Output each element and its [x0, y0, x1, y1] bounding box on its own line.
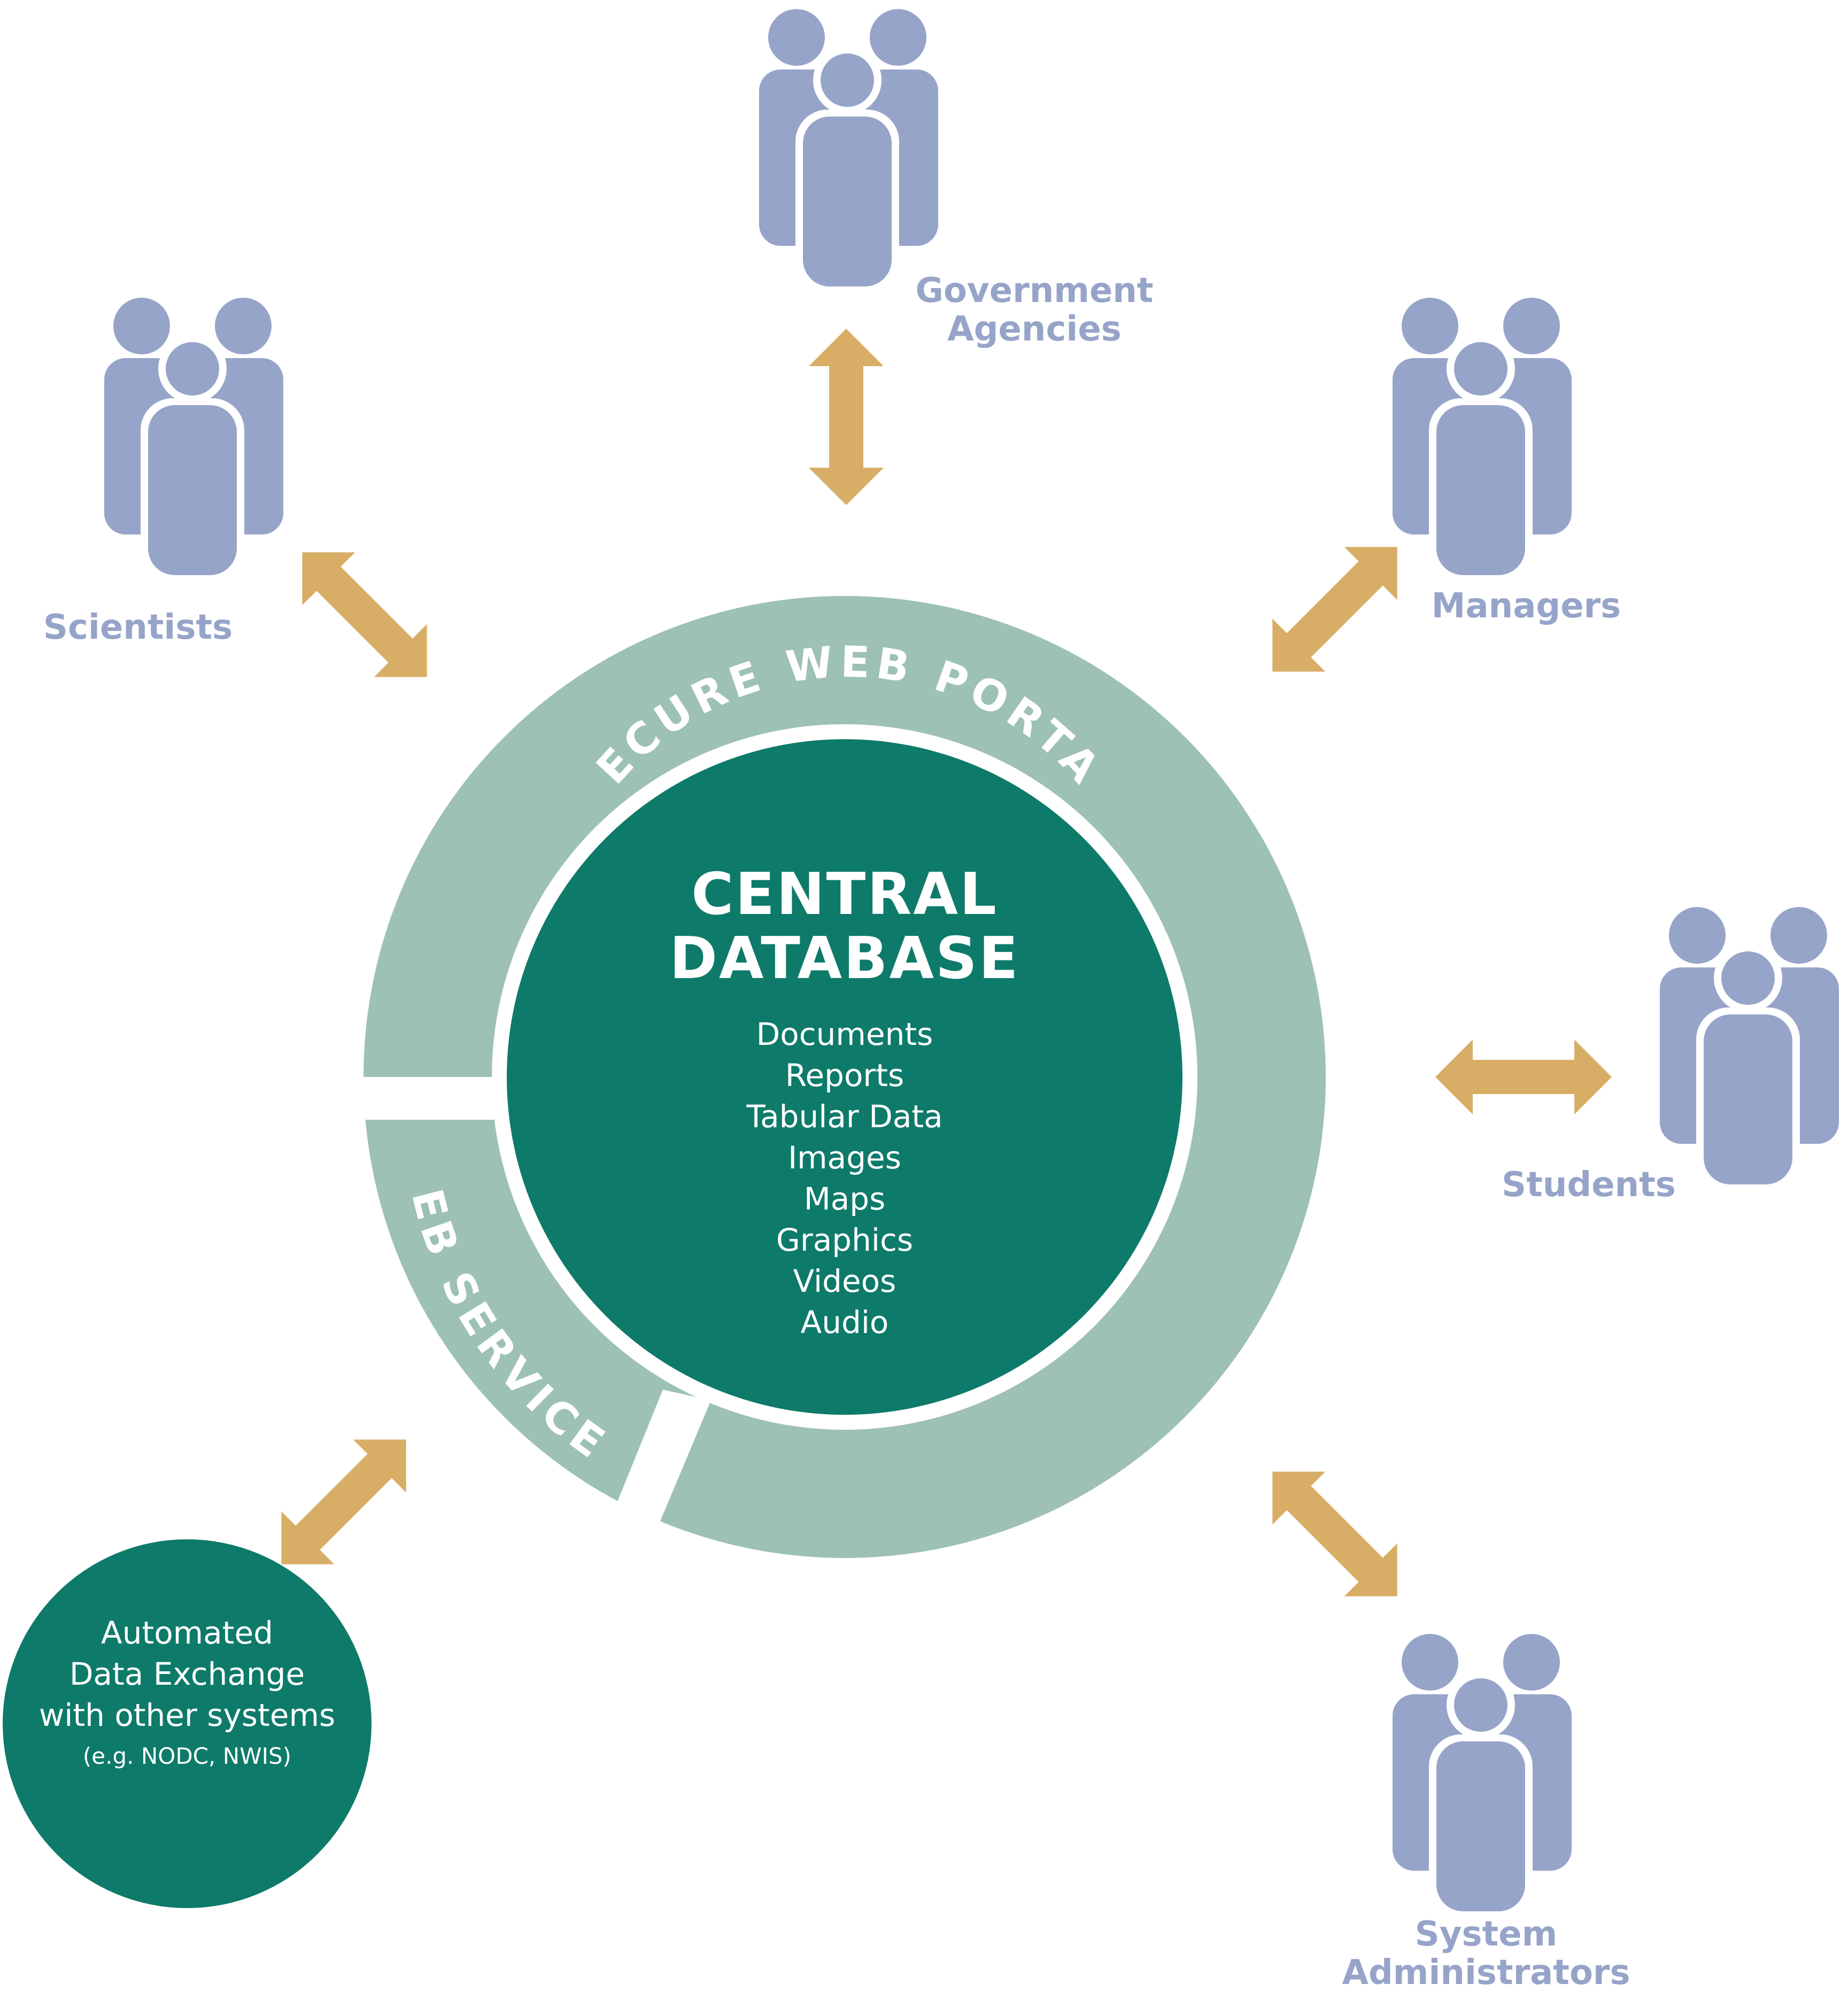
students-arrow-icon	[1435, 1040, 1612, 1114]
core-title-line2: DATABASE	[669, 925, 1019, 992]
core-item: Tabular Data	[746, 1098, 942, 1135]
sysadmins-people-icon	[1393, 1634, 1572, 1913]
ring-gap-diagonal	[588, 1390, 711, 1585]
scientists-label: Scientists	[43, 608, 233, 647]
managers-label: Managers	[1432, 586, 1621, 626]
students-people-icon	[1660, 907, 1839, 1187]
managers-people-icon	[1393, 298, 1572, 577]
core-item: Reports	[785, 1057, 904, 1094]
core-title-line1: CENTRAL	[691, 861, 998, 928]
government-label-line2: Agencies	[947, 309, 1122, 349]
government-people-icon	[759, 9, 938, 289]
automated-line3: with other systems	[39, 1697, 335, 1733]
sysadmins-arrow-icon	[1246, 1445, 1424, 1623]
students-label: Students	[1502, 1165, 1676, 1205]
automated-line1: Automated	[101, 1615, 273, 1651]
core-item: Audio	[801, 1304, 889, 1340]
sysadmins-label-line1: System	[1415, 1915, 1558, 1954]
automated-exchange-circle	[3, 1539, 372, 1908]
core-item: Graphics	[776, 1222, 913, 1258]
managers-arrow-icon	[1246, 520, 1424, 699]
core-item: Documents	[756, 1016, 933, 1052]
scientists-arrow-icon	[275, 525, 454, 704]
government-arrow-icon	[809, 329, 884, 505]
central-database-circle	[507, 739, 1182, 1415]
ring-gap-horizontal	[299, 1077, 524, 1120]
automated-arrow-icon	[254, 1413, 433, 1591]
automated-note: (e.g. NODC, NWIS)	[83, 1743, 291, 1769]
core-item: Videos	[793, 1263, 896, 1299]
sysadmins-label-line2: Administrators	[1342, 1953, 1630, 1993]
core-item: Maps	[804, 1181, 886, 1217]
automated-line2: Data Exchange	[69, 1656, 305, 1692]
scientists-people-icon	[104, 298, 283, 577]
core-item: Images	[788, 1140, 901, 1176]
government-label-line1: Government	[916, 271, 1154, 311]
